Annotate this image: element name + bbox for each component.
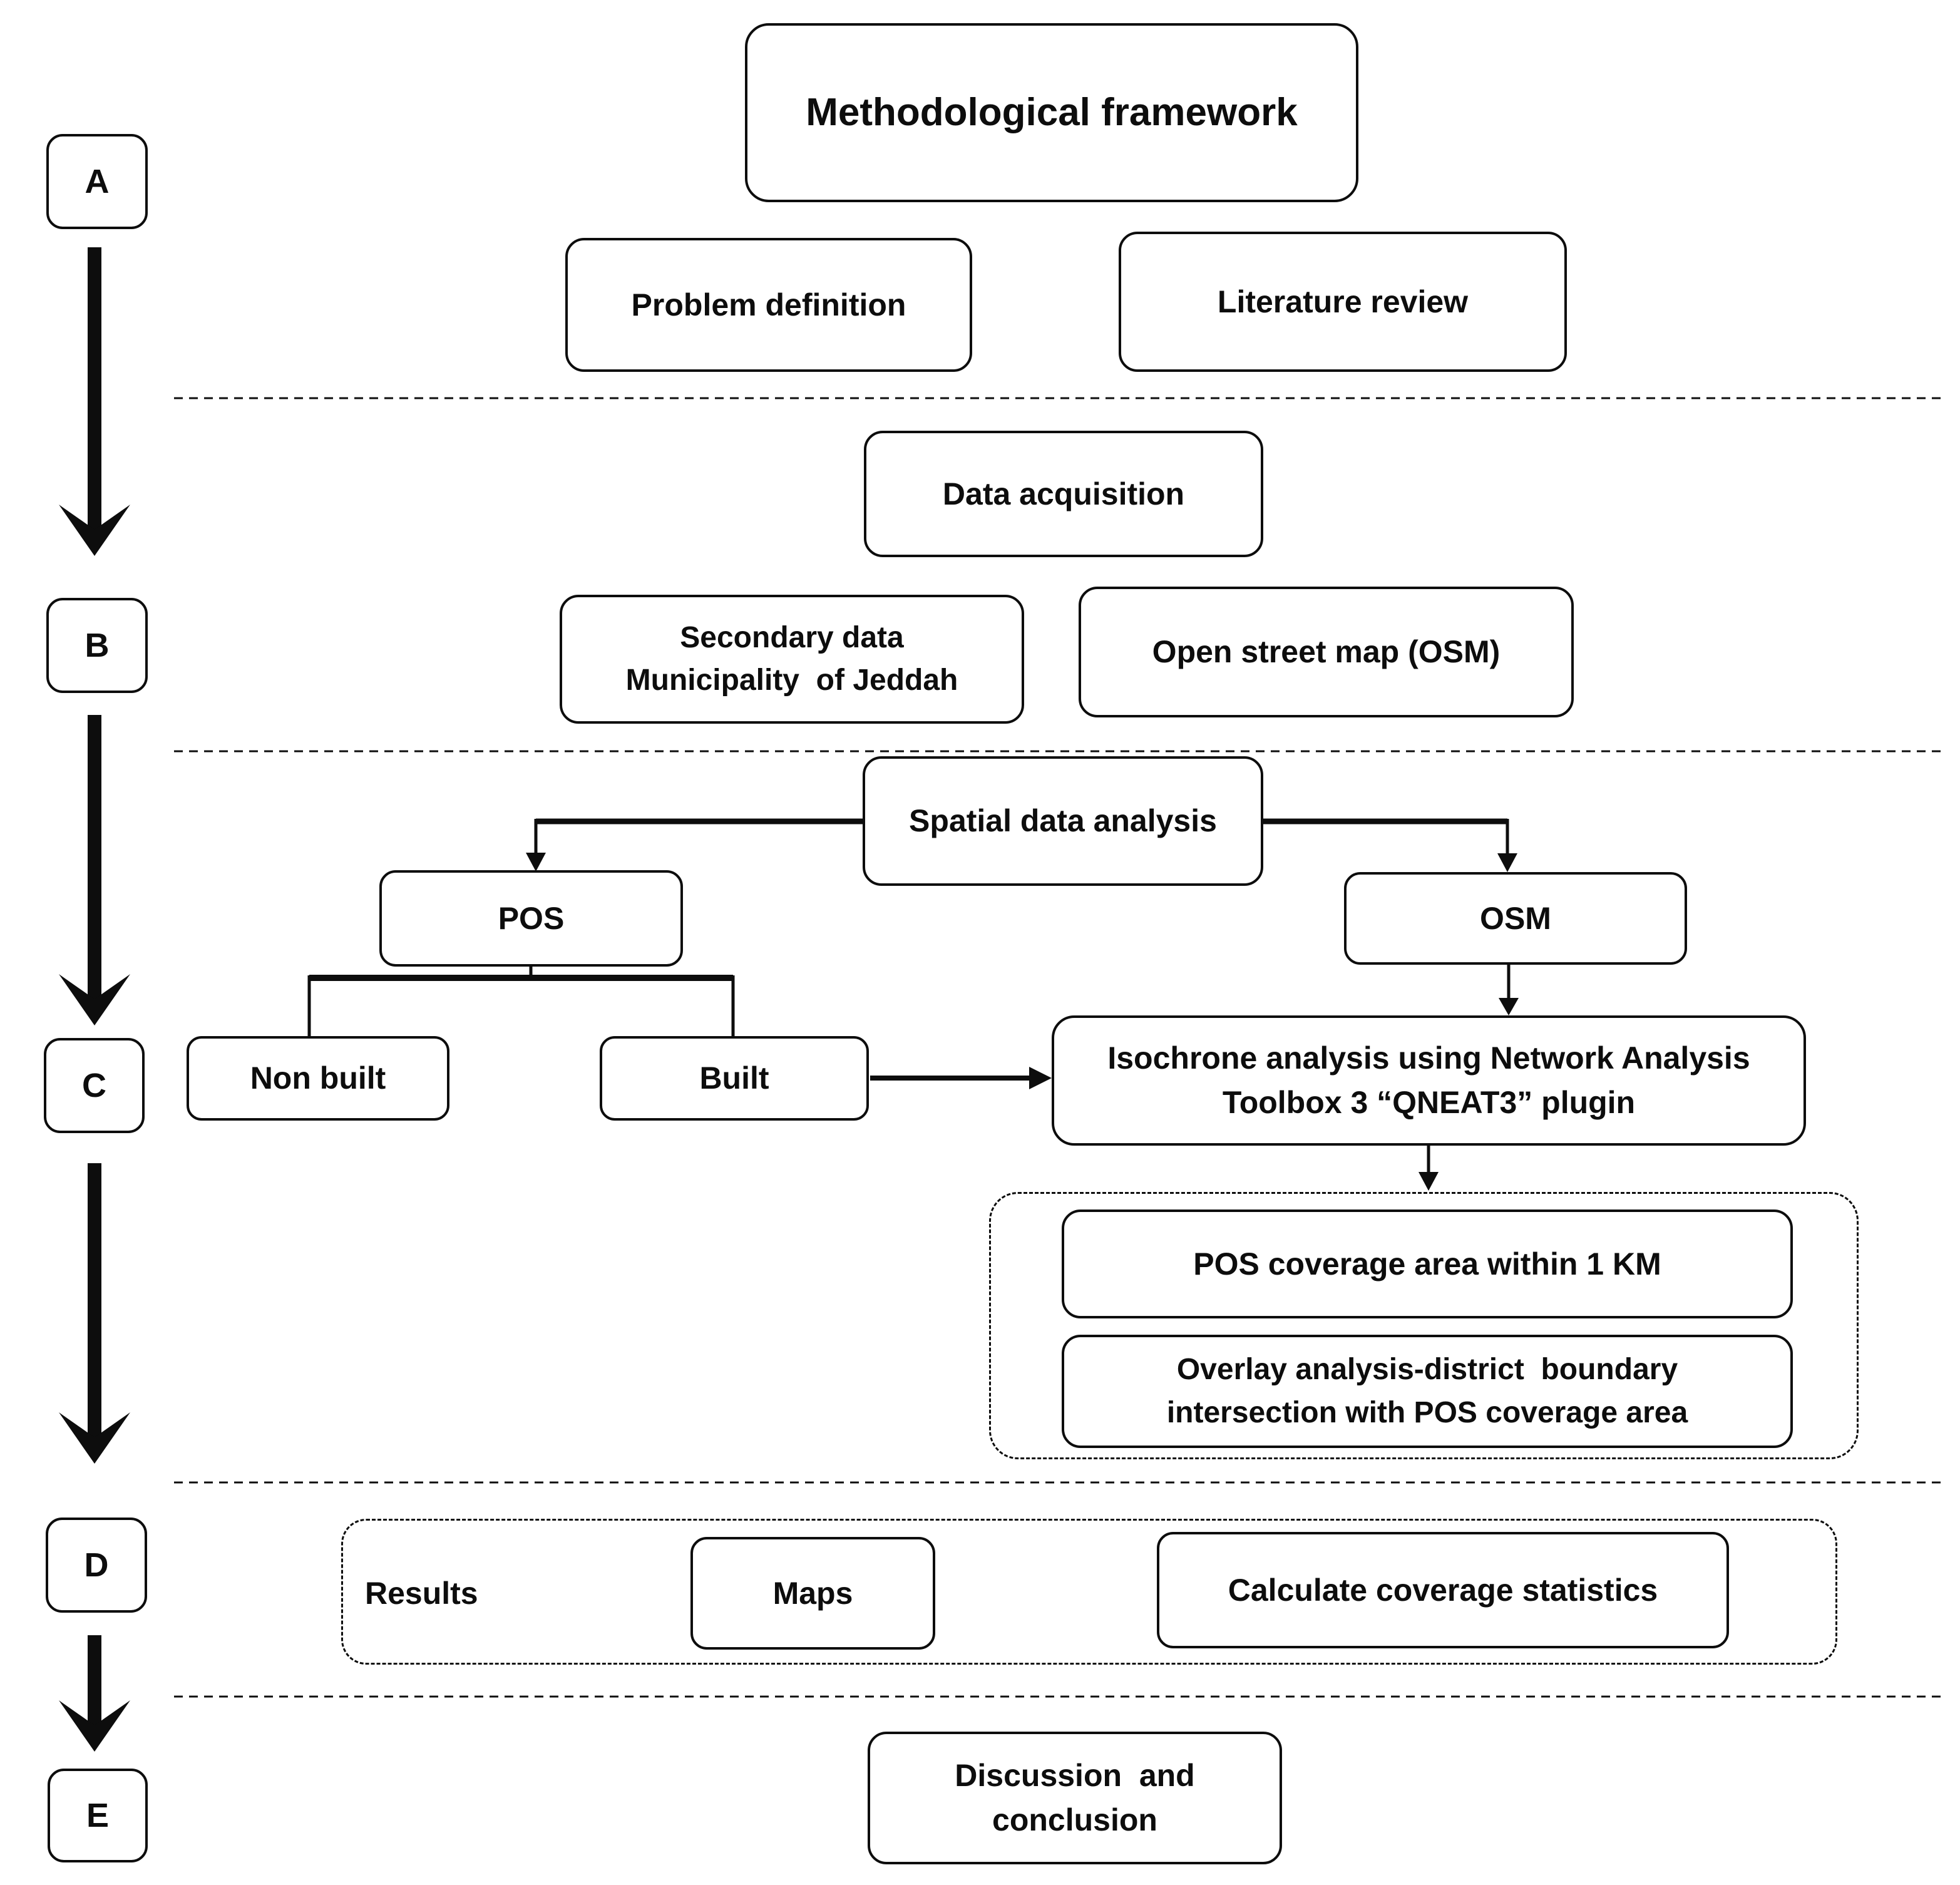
isochrone-analysis-label: Isochrone analysis using Network Analysi… [1107, 1040, 1750, 1120]
results-group [341, 1519, 1837, 1665]
page-title: Methodological framework [806, 90, 1298, 134]
open-street-map-label: Open street map (OSM) [1152, 634, 1501, 669]
discussion-conclusion-box: Discussion and conclusion [868, 1732, 1282, 1864]
arrow-stage-d-to-e [59, 1635, 130, 1752]
stage-c-label: C [82, 1066, 106, 1104]
problem-definition-label: Problem definition [631, 287, 906, 322]
maps-box: Maps [690, 1537, 935, 1650]
arrow-built-to-isochrone [870, 1067, 1052, 1089]
isochrone-analysis-box: Isochrone analysis using Network Analysi… [1052, 1015, 1806, 1146]
pos-coverage-label: POS coverage area within 1 KM [1193, 1246, 1661, 1281]
stage-e-label: E [86, 1796, 110, 1834]
overlay-analysis-label: Overlay analysis-district boundary inter… [1166, 1353, 1688, 1429]
non-built-label: Non built [250, 1061, 386, 1096]
osm-label: OSM [1480, 900, 1551, 936]
arrow-stage-b-to-c [59, 715, 130, 1025]
arrow-stage-c-to-d [59, 1163, 130, 1464]
arrow-isochrone-to-coverage [1419, 1146, 1439, 1191]
problem-definition-box: Problem definition [565, 238, 972, 372]
pos-label: POS [498, 900, 565, 936]
data-acquisition-label: Data acquisition [942, 476, 1185, 511]
stage-d-label: D [84, 1546, 109, 1584]
pos-box: POS [379, 870, 683, 967]
arrow-osm-to-isochrone [1499, 965, 1519, 1015]
results-label: Results [365, 1571, 478, 1616]
coverage-output-group [989, 1192, 1859, 1459]
osm-box: OSM [1344, 872, 1687, 965]
literature-review-box: Literature review [1119, 232, 1567, 372]
open-street-map-box: Open street map (OSM) [1079, 587, 1574, 717]
maps-label: Maps [772, 1575, 853, 1611]
branch-spatial-to-pos [526, 818, 865, 871]
stage-b-label: B [85, 626, 110, 664]
stage-a-label: A [85, 162, 110, 200]
calculate-coverage-box: Calculate coverage statistics [1157, 1532, 1729, 1648]
secondary-data-box: Secondary data Municipality of Jeddah [560, 595, 1024, 724]
results-text: Results [365, 1576, 478, 1611]
overlay-analysis-box: Overlay analysis-district boundary inter… [1062, 1335, 1793, 1448]
data-acquisition-box: Data acquisition [864, 431, 1263, 557]
built-label: Built [699, 1061, 769, 1096]
branch-pos-split [307, 967, 735, 1037]
stage-d-box: D [46, 1518, 147, 1613]
spatial-data-analysis-box: Spatial data analysis [863, 756, 1263, 886]
non-built-box: Non built [187, 1036, 449, 1121]
pos-coverage-box: POS coverage area within 1 KM [1062, 1210, 1793, 1318]
calculate-coverage-label: Calculate coverage statistics [1228, 1572, 1658, 1608]
stage-a-box: A [46, 134, 148, 229]
title-box: Methodological framework [745, 23, 1358, 202]
built-box: Built [600, 1036, 869, 1121]
branch-spatial-to-osm [1262, 818, 1517, 872]
stage-e-box: E [48, 1769, 148, 1862]
literature-review-label: Literature review [1217, 284, 1469, 319]
stage-b-box: B [46, 598, 148, 693]
secondary-data-label: Secondary data Municipality of Jeddah [625, 620, 958, 697]
discussion-conclusion-label: Discussion and conclusion [955, 1758, 1195, 1837]
stage-c-box: C [44, 1038, 145, 1133]
spatial-data-analysis-label: Spatial data analysis [909, 803, 1217, 838]
arrow-stage-a-to-b [59, 247, 130, 556]
